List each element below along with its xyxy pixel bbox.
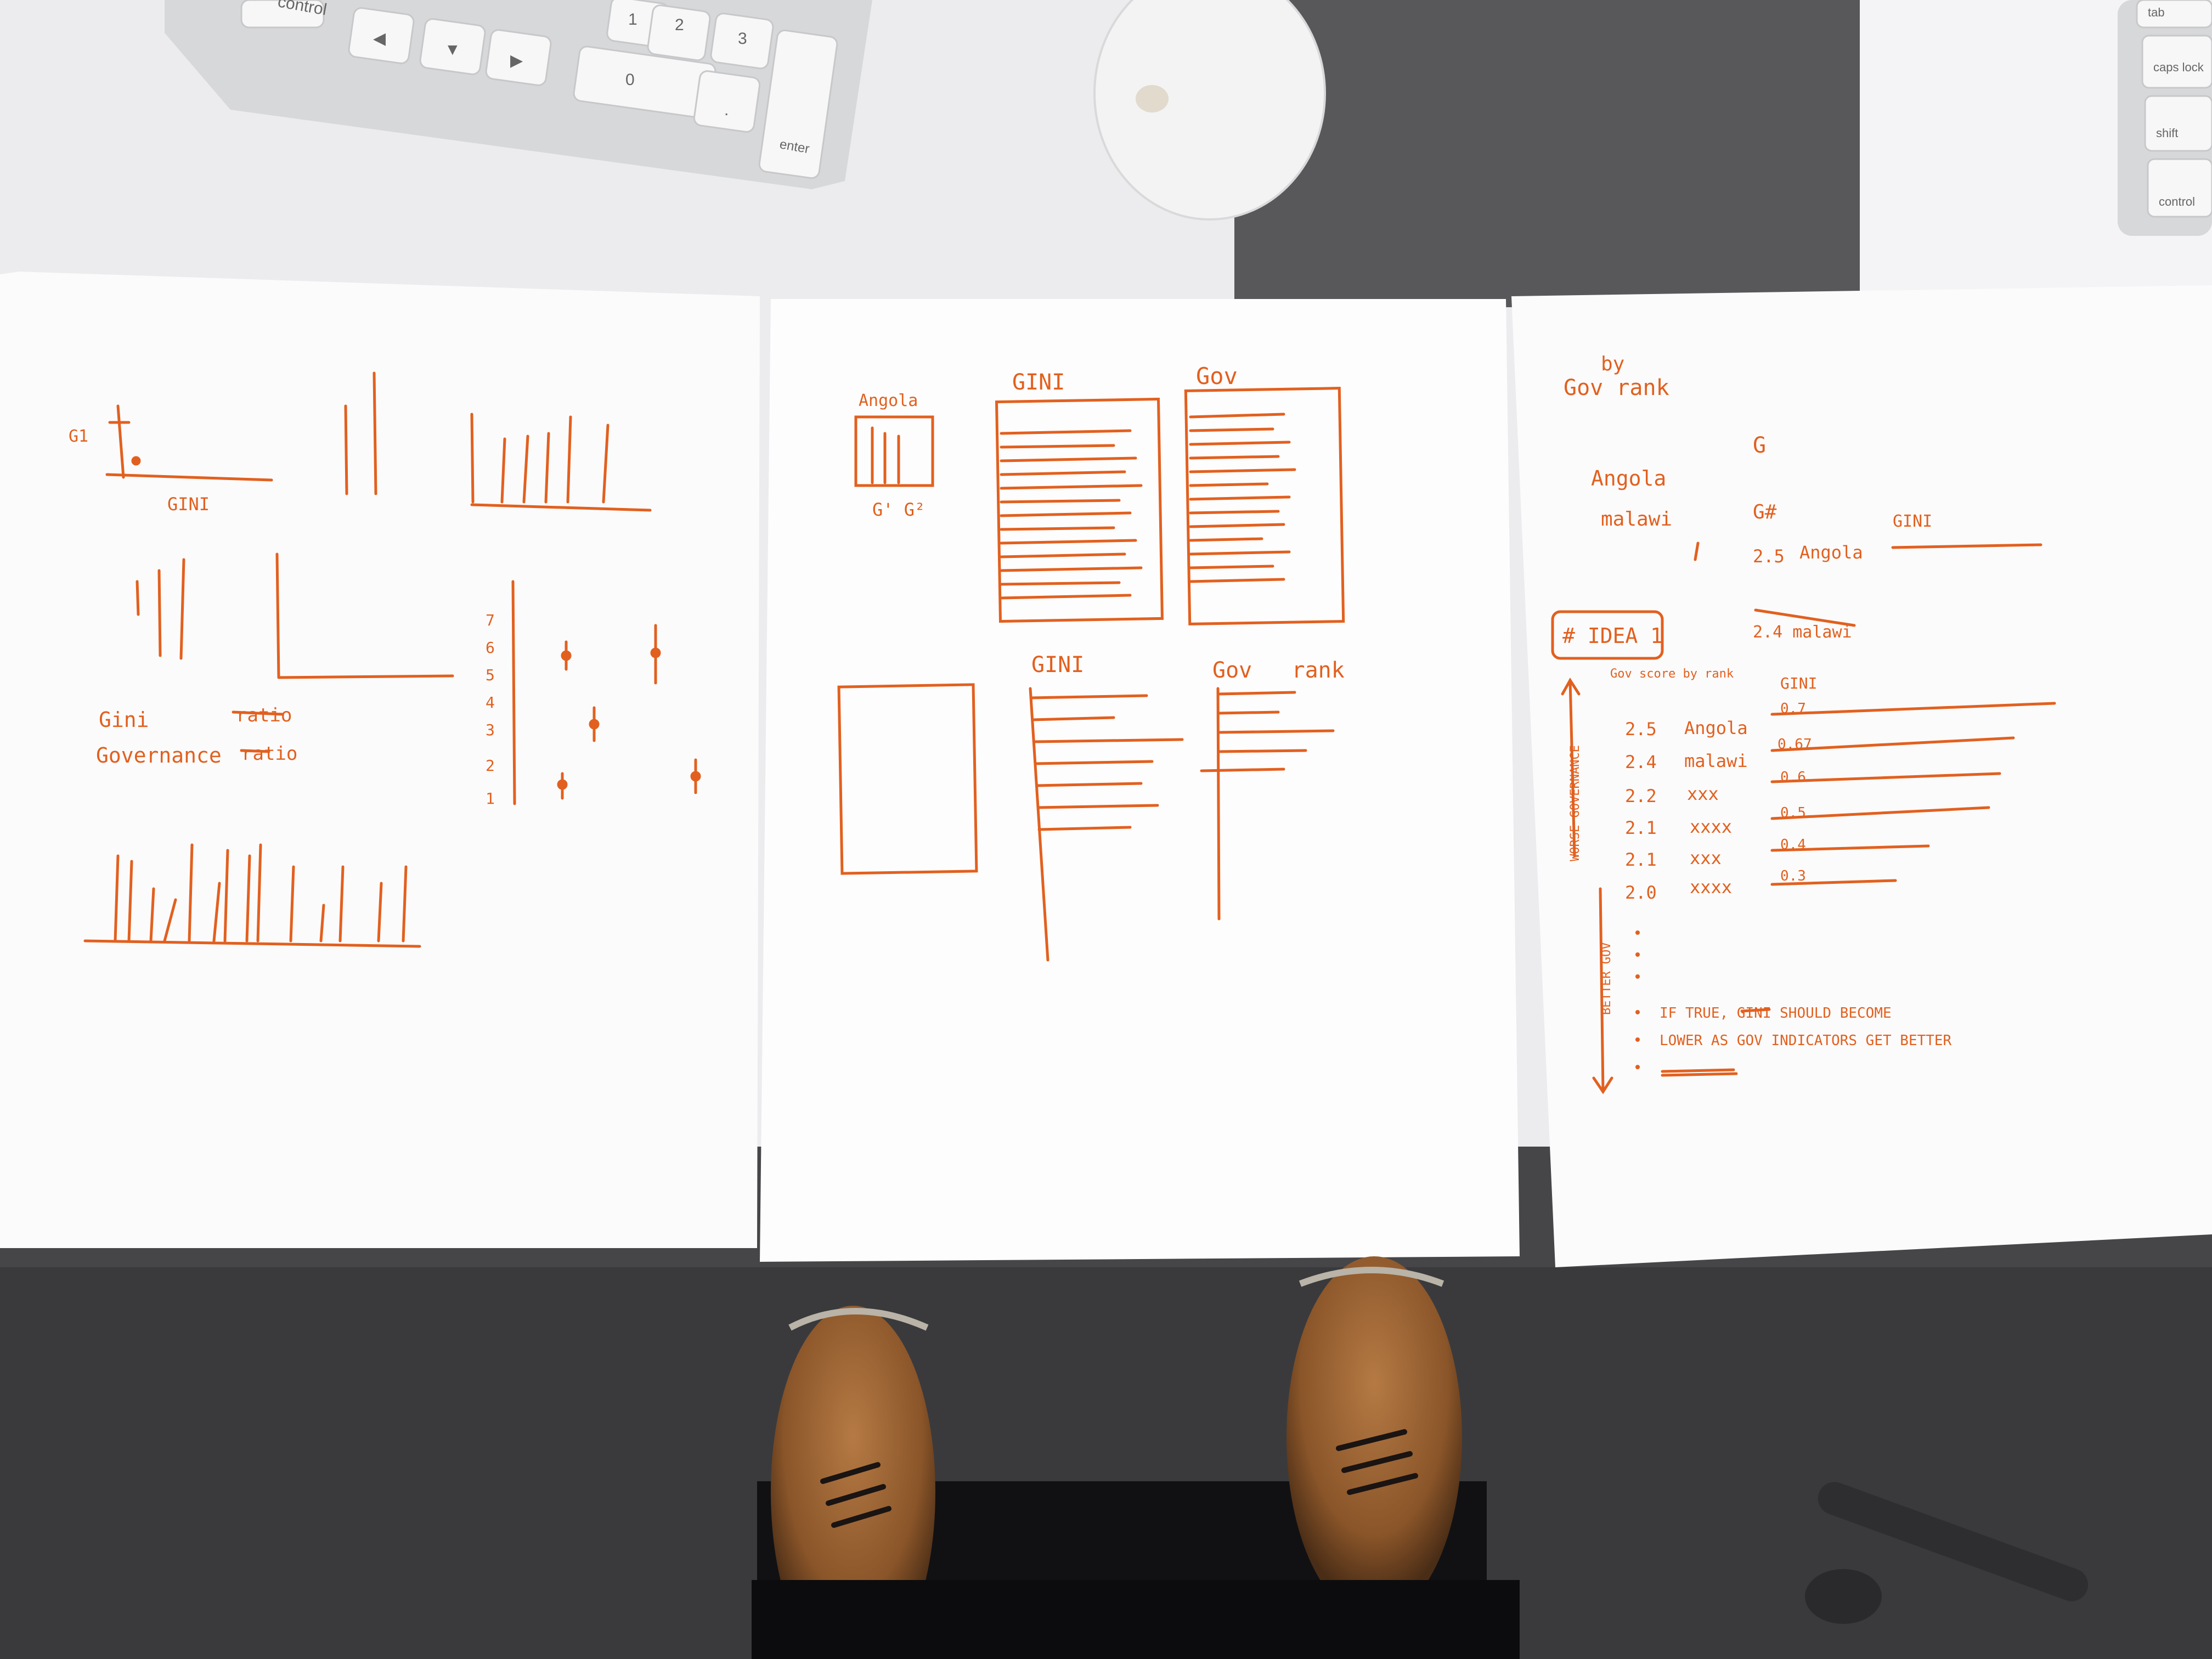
sheet3-g-hash: G#: [1753, 501, 1777, 523]
sheet3-country-malawi: malawi: [1601, 508, 1672, 531]
table-row-score: 2.0: [1625, 882, 1657, 903]
keyboard-left: control ◀ ▼ ▶ 1 2 3 0 . enter: [165, 0, 872, 189]
sheet1-axis-x-label: GINI: [167, 494, 210, 515]
key-label-left: ◀: [373, 30, 386, 48]
table-row-country: xxxx: [1690, 877, 1732, 898]
mouse: [1093, 0, 1326, 221]
table-row-gini: 0.3: [1780, 868, 1806, 884]
sheet3-better-gov-label: BETTER GOV: [1600, 943, 1613, 1015]
key-label-right: ▶: [510, 52, 523, 70]
key-label-caps: caps lock: [2153, 60, 2204, 74]
sheet3-top-row-country: Angola: [1799, 542, 1863, 563]
table-row-country: xxx: [1687, 783, 1719, 804]
sketch-sheet-2: Angola G' G² GINI Gov GINI Gov rank: [760, 299, 1520, 1262]
dark-mat: [1234, 0, 1874, 307]
dot-axis-tick: 3: [486, 721, 495, 739]
key-label-2: 2: [675, 16, 684, 34]
keyboard-keys: [240, 0, 838, 179]
table-row-score: 2.5: [1625, 719, 1657, 740]
gov-rank-list-lines: [1200, 691, 1335, 772]
key-label-tab: tab: [2148, 5, 2165, 19]
keyboard-right: tab caps lock shift control: [2118, 0, 2212, 236]
dot-axis-tick: 5: [486, 666, 495, 684]
sheet2-g-labels: G' G²: [872, 499, 925, 520]
key-label-0: 0: [625, 71, 635, 89]
sheet3-gov-rank-label: Gov rank: [1564, 375, 1669, 400]
sheet2-gov-title: Gov: [1196, 363, 1238, 390]
sheet3-country-angola: Angola: [1591, 466, 1666, 490]
sheet3-gov-score-header: Gov score by rank: [1610, 667, 1734, 681]
sheet1-legend-gini-value: ratio: [236, 704, 292, 726]
sheet1-legend-governance-value: ratio: [241, 743, 297, 765]
person-feet: [752, 1256, 1520, 1659]
sheet3-crossed-row: 2.4 malawi: [1753, 623, 1852, 642]
sheet2-gini-title-2: GINI: [1031, 652, 1084, 678]
table-row-gini: 0.6: [1780, 769, 1806, 786]
sheet2-gini-title: GINI: [1012, 370, 1065, 395]
table-row-gini: 0.67: [1778, 736, 1812, 753]
sheet1-axis-y-label: G1: [69, 427, 88, 446]
gov-list-lines: [1189, 413, 1296, 583]
table-row-score: 2.1: [1625, 849, 1657, 870]
chair-base: [1805, 1482, 2089, 1624]
sketch-sheet-3: by Gov rank G Angola malawi G# GINI 2.5 …: [1511, 285, 2212, 1267]
sheet3-worse-governance-label: WORSE GOVERNANCE: [1568, 745, 1582, 861]
key-label-1: 1: [628, 10, 637, 29]
dot-axis-tick: 4: [486, 693, 495, 712]
dotted-ellipsis: [1635, 930, 1640, 1069]
key-label-3: 3: [738, 30, 747, 48]
table-row-gini: 0.4: [1780, 837, 1806, 853]
key-label-down: ▼: [444, 41, 461, 59]
table-row-country: xxxx: [1690, 816, 1732, 837]
sheet3-top-row-score: 2.5: [1753, 546, 1785, 567]
sheet2-angola-label: Angola: [859, 391, 918, 410]
sheet1-legend-governance: Governance: [96, 743, 222, 768]
table-row-score: 2.4: [1625, 752, 1657, 772]
dot-axis-tick: 6: [486, 639, 495, 657]
table-row-score: 2.1: [1625, 817, 1657, 838]
key-label-control-right: control: [2159, 195, 2195, 208]
left-shoe: [771, 1306, 935, 1659]
sheet3-g-mark: G: [1753, 433, 1766, 458]
sheet3-note-line-1: IF TRUE, GINI SHOULD BECOME: [1660, 1005, 1892, 1022]
sheet3-note-line-2: LOWER AS GOV INDICATORS GET BETTER: [1660, 1032, 1952, 1049]
table-row-country: xxx: [1690, 848, 1722, 868]
key-label-shift: shift: [2156, 126, 2178, 140]
dot-axis-tick: 2: [486, 757, 495, 775]
table-row-country: malawi: [1684, 751, 1748, 771]
sheet2-gov-rank-title: Gov rank: [1212, 658, 1345, 683]
ranking-table: 2.5 Angola 0.7 2.4 malawi 0.67 2.2 xxx 0…: [1625, 701, 1812, 903]
gini-list-lines-lower: [1030, 694, 1184, 831]
table-row-country: Angola: [1684, 718, 1748, 738]
key-label-dot: .: [724, 101, 729, 119]
dot-axis-tick: 1: [486, 789, 495, 808]
gini-list-lines: [1000, 429, 1143, 600]
sheet1-legend-gini: Gini: [99, 708, 149, 732]
table-row-gini: 0.5: [1780, 805, 1806, 821]
sheet3-gini-header-top: GINI: [1893, 512, 1932, 531]
sheet3-by-label: by: [1601, 353, 1624, 375]
table-row-score: 2.2: [1625, 786, 1657, 806]
sketch-sheet-1: G1 GINI Gini ratio Governance ratio 7 6 …: [0, 272, 760, 1248]
sheet3-idea-box-label: # IDEA 1: [1562, 624, 1663, 648]
sheet3-gini-header: GINI: [1780, 674, 1817, 692]
table-row-gini: 0.7: [1780, 701, 1806, 717]
dot-axis-tick: 7: [486, 611, 495, 629]
